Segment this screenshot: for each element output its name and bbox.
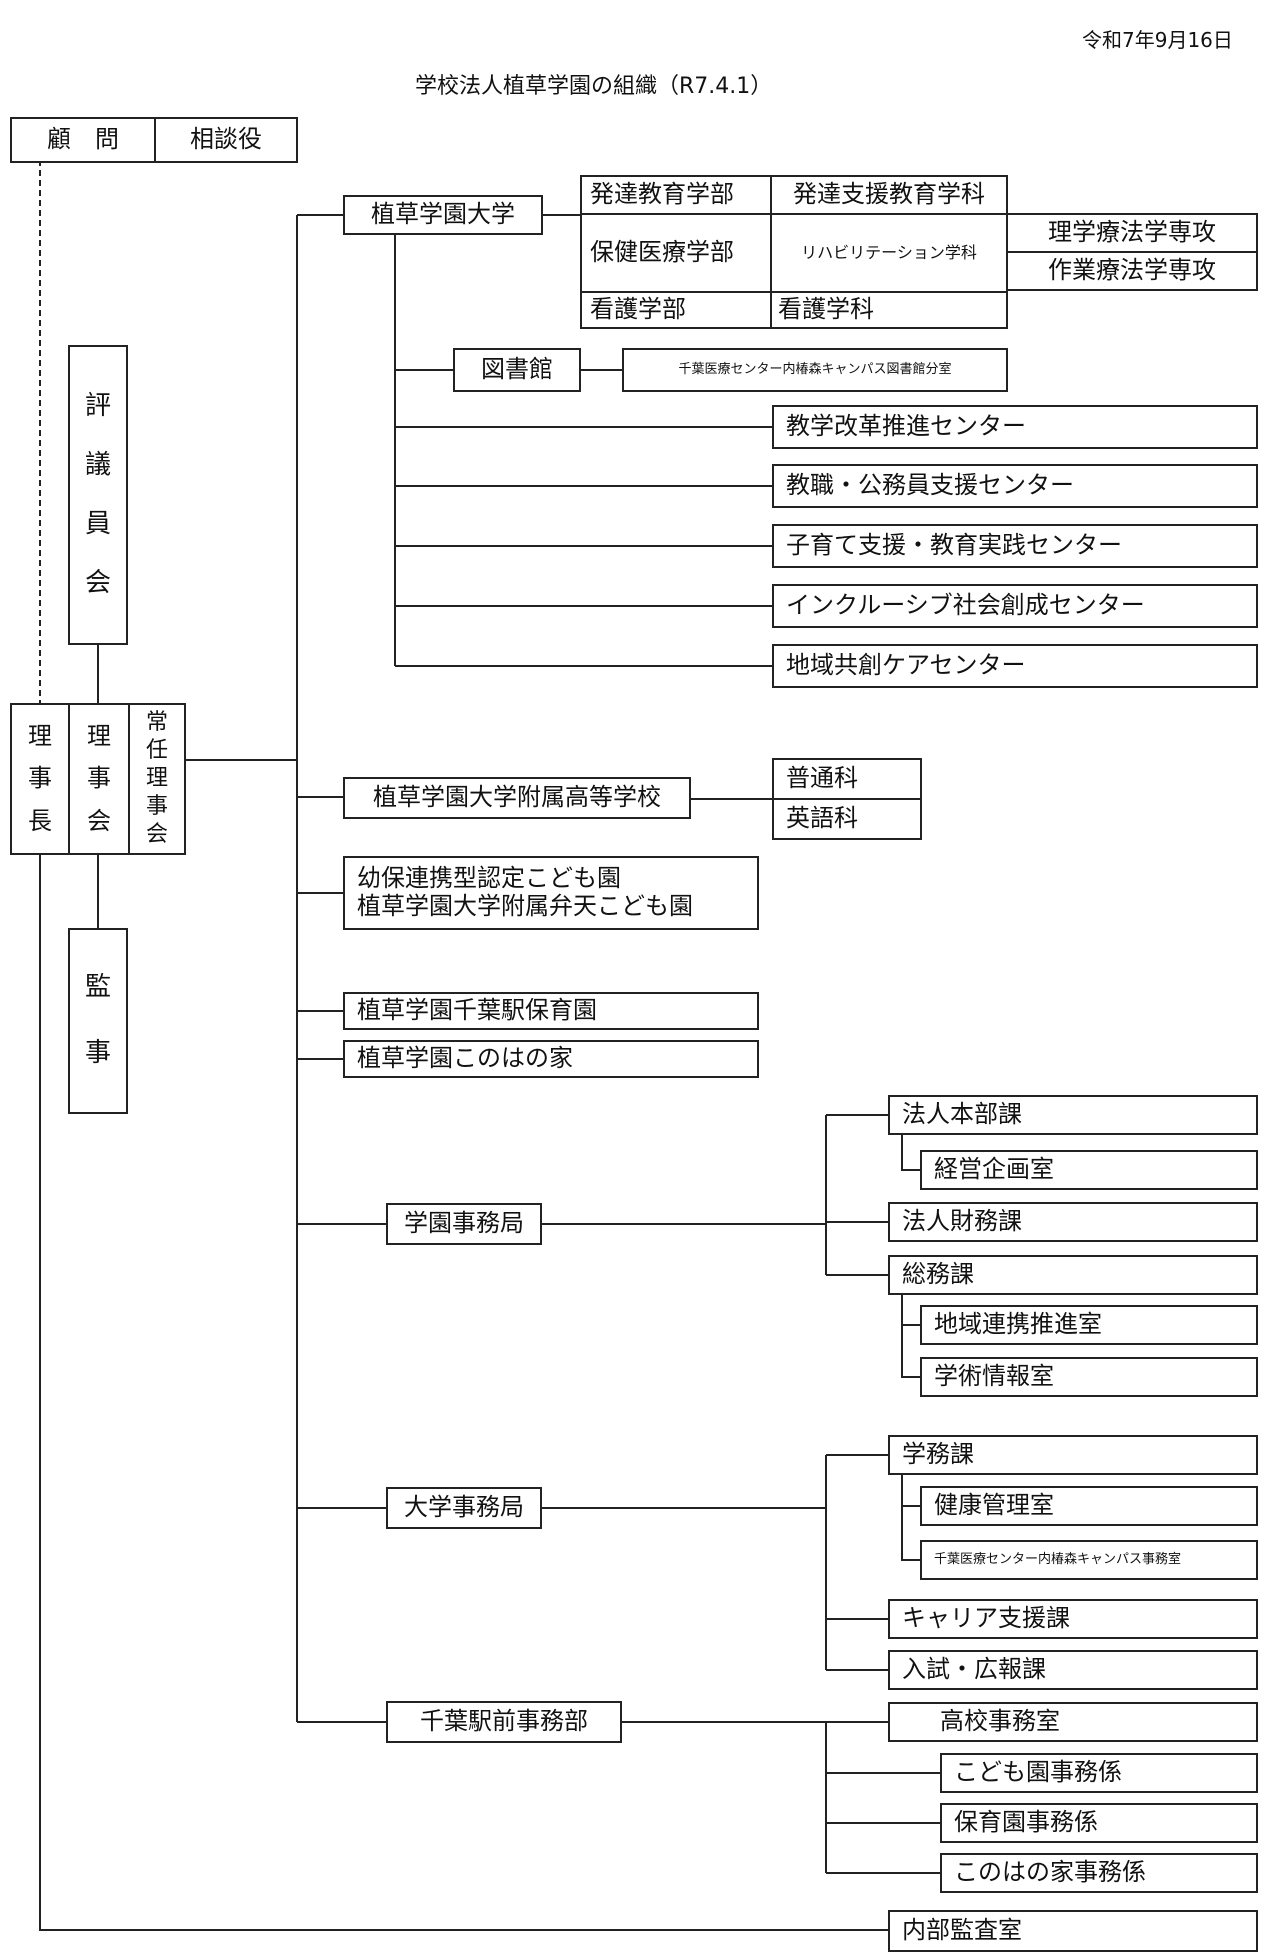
faculty-nursing: 看護学部 [580,291,772,329]
gakuen-office-box: 学園事務局 [386,1203,542,1245]
auditor-char: 監 [84,972,111,1003]
center-box: 教学改革推進センター [772,405,1258,449]
standing-board-char: 常 [145,710,168,736]
dept-dev-support: 発達支援教育学科 [770,175,1008,215]
chiba-office-box: 千葉駅前事務部 [386,1701,622,1743]
high-school-box: 植草学園大学附属高等学校 [343,777,691,819]
standing-board-char: 理 [145,766,168,792]
chairman-char: 長 [28,806,52,835]
course-box: 普通科 [772,758,922,800]
council-box: 評 議 員 会 [68,345,128,645]
chairman-box: 理 事 長 [10,703,70,855]
unit-zaimu: 法人財務課 [888,1202,1258,1242]
unit-tsubaki: 千葉医療センター内椿森キャンパス事務室 [920,1540,1258,1580]
standing-board-char: 任 [145,738,168,764]
unit-konoha: このはの家事務係 [940,1853,1258,1893]
course-box: 英語科 [772,798,922,840]
faculty-health: 保健医療学部 [580,213,772,293]
kindergarten-line1: 幼保連携型認定こども園 [357,864,621,893]
council-char: 評 [84,390,111,421]
center-box: 地域共創ケアセンター [772,644,1258,688]
date-label: 令和7年9月16日 [1082,28,1233,52]
audit-link [39,855,888,1931]
unit-gakujutsu: 学術情報室 [920,1357,1258,1397]
auditor-char: 事 [84,1038,111,1069]
dept-nursing: 看護学科 [770,291,1008,329]
center-box: 子育て支援・教育実践センター [772,524,1258,568]
board-char: 会 [87,806,111,835]
univoffice-links [542,1454,920,1671]
standing-board-char: 事 [145,794,168,820]
unit-nyushi: 入試・広報課 [888,1650,1258,1690]
board-char: 理 [87,721,111,750]
unit-somu: 総務課 [888,1255,1258,1295]
univ-office-box: 大学事務局 [386,1487,542,1529]
gakuen-links [542,1114,920,1378]
board-box: 理 事 会 [68,703,130,855]
unit-gakumu: 学務課 [888,1435,1258,1475]
faculty-dev-edu: 発達教育学部 [580,175,772,215]
unit-hoiku: 保育園事務係 [940,1803,1258,1843]
konohanoie-box: 植草学園このはの家 [343,1040,759,1078]
center-box: インクルーシブ社会創成センター [772,584,1258,628]
auditor-box: 監 事 [68,928,128,1114]
unit-keiei: 経営企画室 [920,1150,1258,1190]
council-char: 員 [84,508,111,539]
council-char: 議 [84,449,111,480]
unit-kenko: 健康管理室 [920,1486,1258,1526]
council-char: 会 [84,567,111,598]
standing-board-box: 常 任 理 事 会 [128,703,186,855]
library-branch-box: 千葉医療センター内椿森キャンパス図書館分室 [622,348,1008,392]
chiba-links [622,1721,940,1874]
major-pt: 理学療法学専攻 [1006,213,1258,253]
unit-kodomo: こども園事務係 [940,1753,1258,1793]
kindergarten-box: 幼保連携型認定こども園 植草学園大学附属弁天こども園 [343,856,759,930]
chairman-char: 事 [28,764,52,793]
dept-rehab: リハビリテーション学科 [770,213,1008,293]
center-box: 教職・公務員支援センター [772,464,1258,508]
library-box: 図書館 [453,348,581,392]
unit-career: キャリア支援課 [888,1599,1258,1639]
unit-koko: 高校事務室 [888,1702,1258,1742]
chairman-char: 理 [28,721,52,750]
board-char: 事 [87,764,111,793]
kindergarten-line2: 植草学園大学附属弁天こども園 [357,892,693,920]
advisor-box: 顧 問 [10,117,156,163]
major-ot: 作業療法学専攻 [1006,251,1258,291]
unit-chiiki: 地域連携推進室 [920,1305,1258,1345]
main-trunk [185,215,298,1722]
nursery-box: 植草学園千葉駅保育園 [343,992,759,1030]
standing-board-char: 会 [145,822,168,848]
univ-links [394,214,772,667]
page-title: 学校法人植草学園の組織（R7.4.1） [415,74,773,99]
university-box: 植草学園大学 [343,195,543,235]
counselor-box: 相談役 [154,117,298,163]
unit-honbu: 法人本部課 [888,1095,1258,1135]
branch-links [297,214,386,1723]
